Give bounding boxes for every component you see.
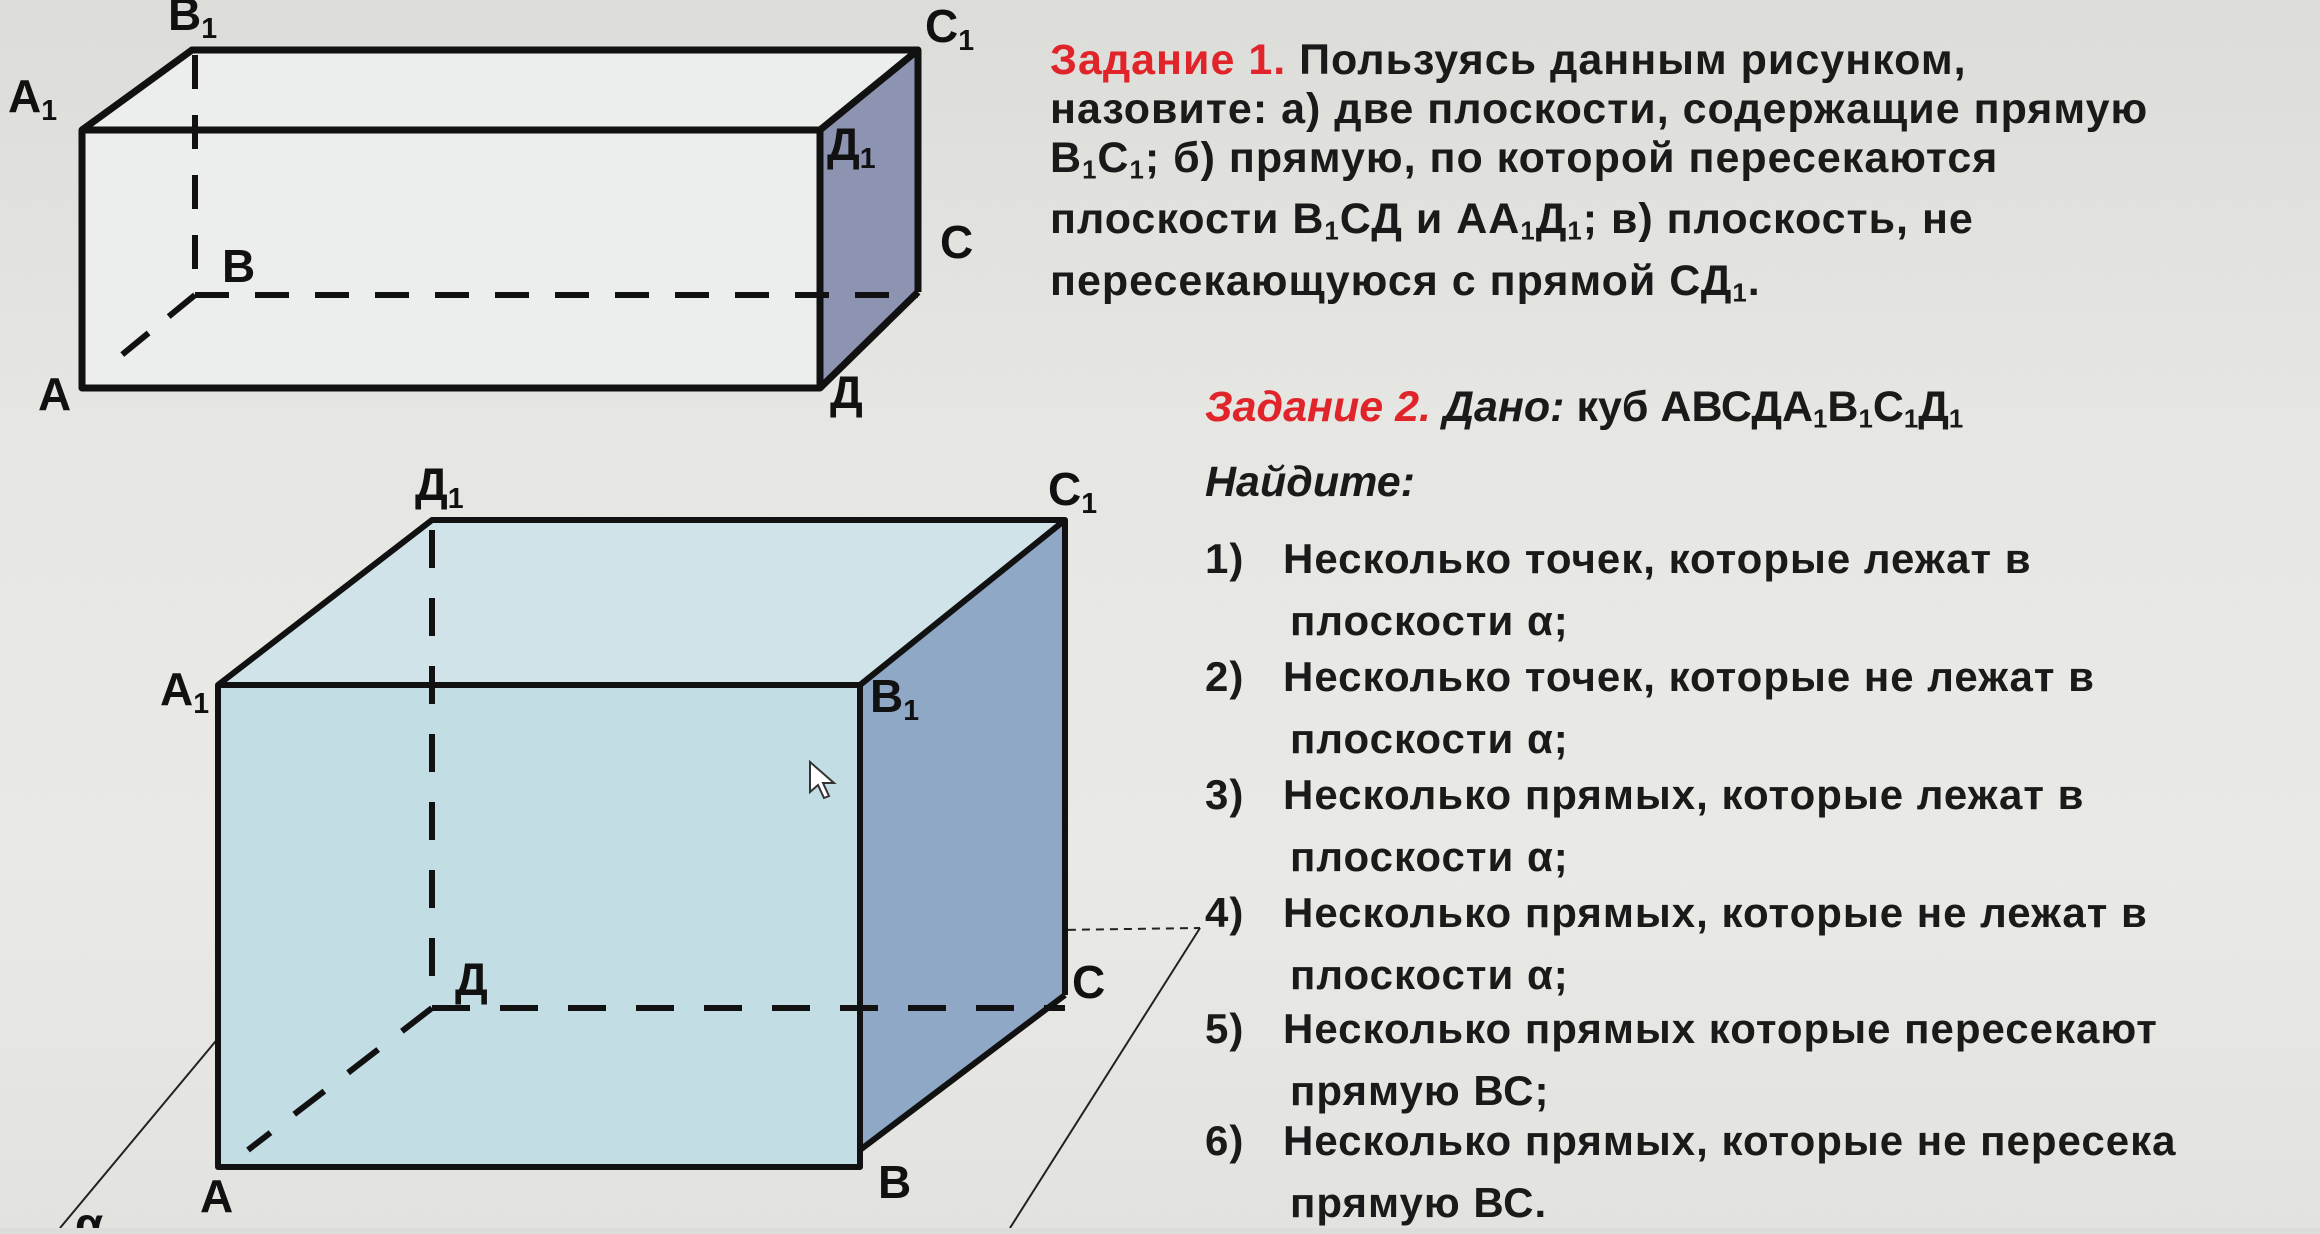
task-1-line-5: пересекающуюся с прямой СД1.: [1050, 256, 1761, 308]
fig1-label-C1: C1: [925, 0, 974, 57]
figure-2-cube: Д1 C1 A1 B1 Д C A B α: [59, 458, 1201, 1228]
list-item: 3)Несколько прямых, которые лежат в плос…: [1205, 771, 2085, 880]
find-heading: Найдите:: [1205, 458, 1415, 506]
figure-1-box: B1 C1 A1 Д1 B C A Д: [8, 0, 974, 420]
list-item: 6)Несколько прямых, которые не пересека …: [1205, 1117, 2177, 1226]
fig2-label-A: A: [200, 1170, 233, 1222]
fig2-label-B: B: [878, 1156, 911, 1208]
fig1-label-A1: A1: [8, 70, 57, 127]
list-item: 5)Несколько прямых которые пересекают пр…: [1205, 1005, 2158, 1114]
task-1: Задание 1. Пользуясь данным рисунком, на…: [1050, 36, 2300, 318]
task-1-line-3: B1C1; б) прямую, по которой пересекаются: [1050, 134, 1999, 185]
list-item: 2)Несколько точек, которые не лежат в пл…: [1205, 653, 2095, 762]
fig1-label-D1: Д1: [827, 118, 876, 175]
fig2-label-alpha: α: [75, 1198, 103, 1228]
task-1-line-2: назовите: а) две плоскости, содержащие п…: [1050, 85, 2149, 133]
fig2-label-C1: C1: [1048, 463, 1097, 520]
fig1-label-A: A: [38, 368, 71, 420]
fig1-label-D: Д: [830, 366, 863, 418]
fig1-label-B: B: [222, 240, 255, 292]
list-item: 1)Несколько точек, которые лежат в плоск…: [1205, 535, 2032, 644]
fig2-label-B1: B1: [870, 670, 919, 727]
task-2-header: Задание 2. Дано: куб АВСДА1B1C1Д1: [1205, 383, 1964, 434]
task-1-line-1: Задание 1. Пользуясь данным рисунком,: [1050, 36, 1967, 84]
fig1-label-B1: B1: [168, 0, 217, 45]
cube-side-face: [860, 520, 1065, 1150]
task-1-title: Задание 1.: [1050, 36, 1287, 84]
fig2-label-A1: A1: [160, 663, 209, 720]
fig2-label-D1: Д1: [415, 458, 464, 515]
fig2-label-C: C: [1072, 956, 1105, 1008]
task-1-line-4: плоскости B1СД и АА1Д1; в) плоскость, не: [1050, 195, 1974, 246]
mouse-cursor-icon: [809, 759, 837, 800]
list-item: 4)Несколько прямых, которые не лежат в п…: [1205, 889, 2148, 998]
figure-1-side-face: [820, 50, 918, 388]
task-2-title: Задание 2.: [1205, 383, 1432, 431]
fig1-label-C: C: [940, 216, 973, 268]
fig2-label-D: Д: [455, 953, 488, 1005]
